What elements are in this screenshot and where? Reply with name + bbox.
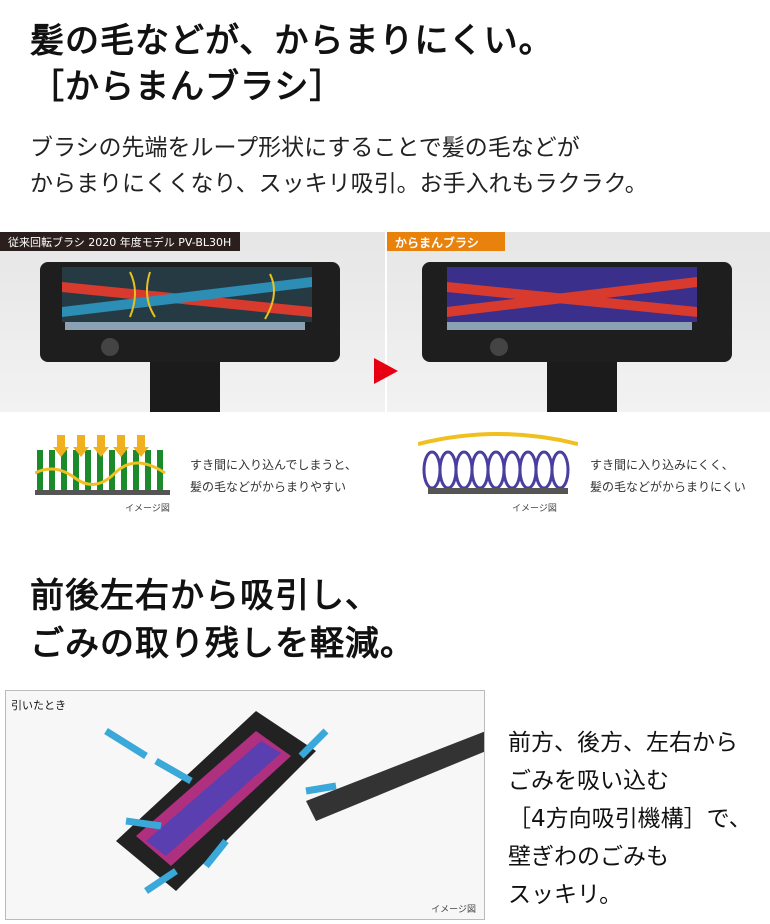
title-line: ［からまんブラシ］ (30, 67, 345, 107)
diagram-text-line: すき間に入り込みにくく、 (590, 458, 734, 472)
section2-description: 前方、後方、左右から ごみを吸い込む ［4方向吸引機構］で、 壁ぎわのごみも ス… (508, 724, 752, 914)
image-caption: イメージ図 (431, 905, 476, 915)
vacuum-head-image (40, 262, 340, 412)
diagram-text-line: 髪の毛などがからまりやすい (190, 480, 347, 494)
karaman-diagram-text: すき間に入り込みにくく、 髪の毛などがからまりにくい (590, 454, 746, 498)
section2-title: 前後左右から吸引し、 ごみの取り残しを軽減。 (30, 572, 415, 668)
suction-photo: 引いたとき イメージ図 (5, 690, 485, 920)
loop-bristle-diagram (418, 432, 578, 494)
description-line: スッキリ。 (508, 882, 623, 908)
title-line: ごみの取り残しを軽減。 (30, 624, 415, 664)
conventional-brush-label: 従来回転ブラシ 2020 年度モデル PV-BL30H (0, 232, 240, 251)
conventional-brush-photo (0, 232, 385, 412)
conventional-bristle-diagram (35, 435, 170, 495)
description-line: ブラシの先端をループ形状にすることで髪の毛などが (30, 135, 580, 161)
karaman-brush-label: からまんブラシ (387, 232, 505, 251)
diagram-text-line: 髪の毛などがからまりにくい (590, 480, 746, 494)
description-line: ごみを吸い込む (508, 768, 669, 794)
title-line: 前後左右から吸引し、 (30, 576, 380, 616)
section1-description: ブラシの先端をループ形状にすることで髪の毛などが からまりにくくなり、スッキリ吸… (30, 130, 648, 202)
vacuum-suction-image (104, 711, 484, 894)
description-line: 前方、後方、左右から (508, 730, 738, 756)
description-line: ［4方向吸引機構］で、 (508, 806, 752, 832)
conventional-diagram-text: すき間に入り込んでしまうと、 髪の毛などがからまりやすい (190, 454, 357, 498)
red-arrow-icon (374, 358, 398, 384)
photo-label: 引いたとき (11, 699, 66, 712)
image-caption: イメージ図 (512, 504, 557, 514)
karaman-brush-photo (387, 232, 770, 412)
title-line: 髪の毛などが、からまりにくい。 (30, 21, 554, 61)
description-line: からまりにくくなり、スッキリ吸引。お手入れもラクラク。 (30, 171, 648, 197)
section1-title: 髪の毛などが、からまりにくい。 ［からまんブラシ］ (30, 18, 554, 110)
vacuum-head-image (422, 262, 732, 412)
image-caption: イメージ図 (125, 504, 170, 514)
diagram-text-line: すき間に入り込んでしまうと、 (190, 458, 357, 472)
description-line: 壁ぎわのごみも (508, 844, 669, 870)
